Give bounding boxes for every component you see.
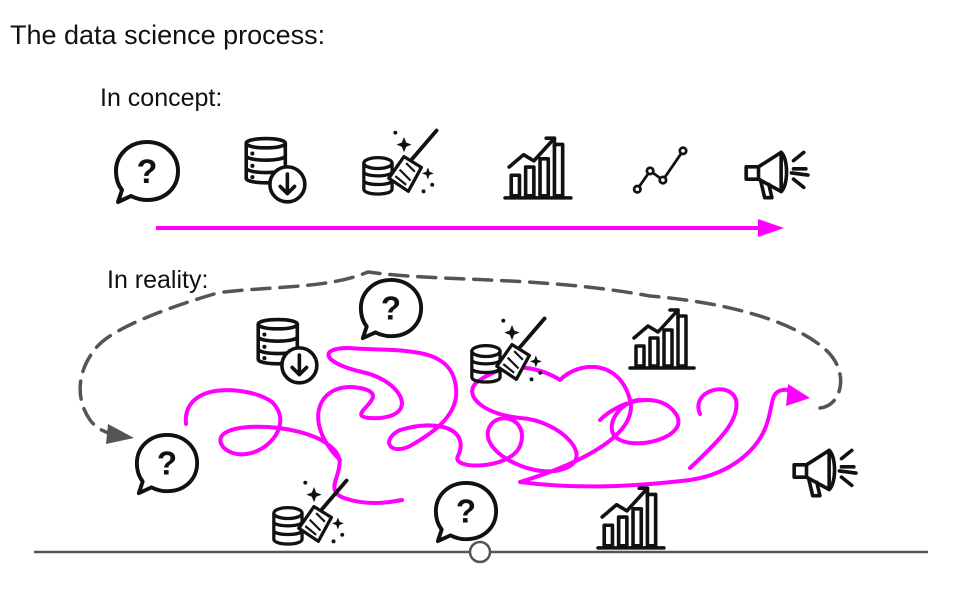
concept-arrowhead bbox=[758, 219, 784, 237]
bar-chart-icon bbox=[596, 486, 666, 550]
timeline-scrubber-handle[interactable] bbox=[468, 540, 492, 564]
question-bubble-icon bbox=[358, 277, 424, 341]
dashed-loop bbox=[78, 270, 843, 436]
bar-chart-icon bbox=[628, 308, 696, 370]
in-concept-label: In concept: bbox=[100, 84, 223, 112]
megaphone-icon bbox=[744, 150, 810, 200]
data-cleaning-icon bbox=[361, 128, 439, 196]
question-bubble-icon bbox=[433, 480, 499, 544]
data-cleaning-icon bbox=[469, 316, 547, 384]
database-download-icon bbox=[244, 136, 307, 204]
tangled-path-arrowhead bbox=[786, 384, 810, 406]
question-bubble-icon bbox=[114, 140, 180, 204]
line-graph-icon bbox=[632, 146, 688, 194]
bar-chart-icon bbox=[503, 136, 573, 200]
megaphone-icon bbox=[792, 448, 858, 498]
tangled-path bbox=[183, 346, 792, 506]
question-bubble-icon bbox=[134, 432, 200, 496]
in-reality-label: In reality: bbox=[107, 266, 209, 294]
dashed-loop-arrowhead bbox=[106, 424, 134, 444]
page-title: The data science process: bbox=[10, 20, 326, 50]
database-download-icon bbox=[256, 317, 319, 385]
